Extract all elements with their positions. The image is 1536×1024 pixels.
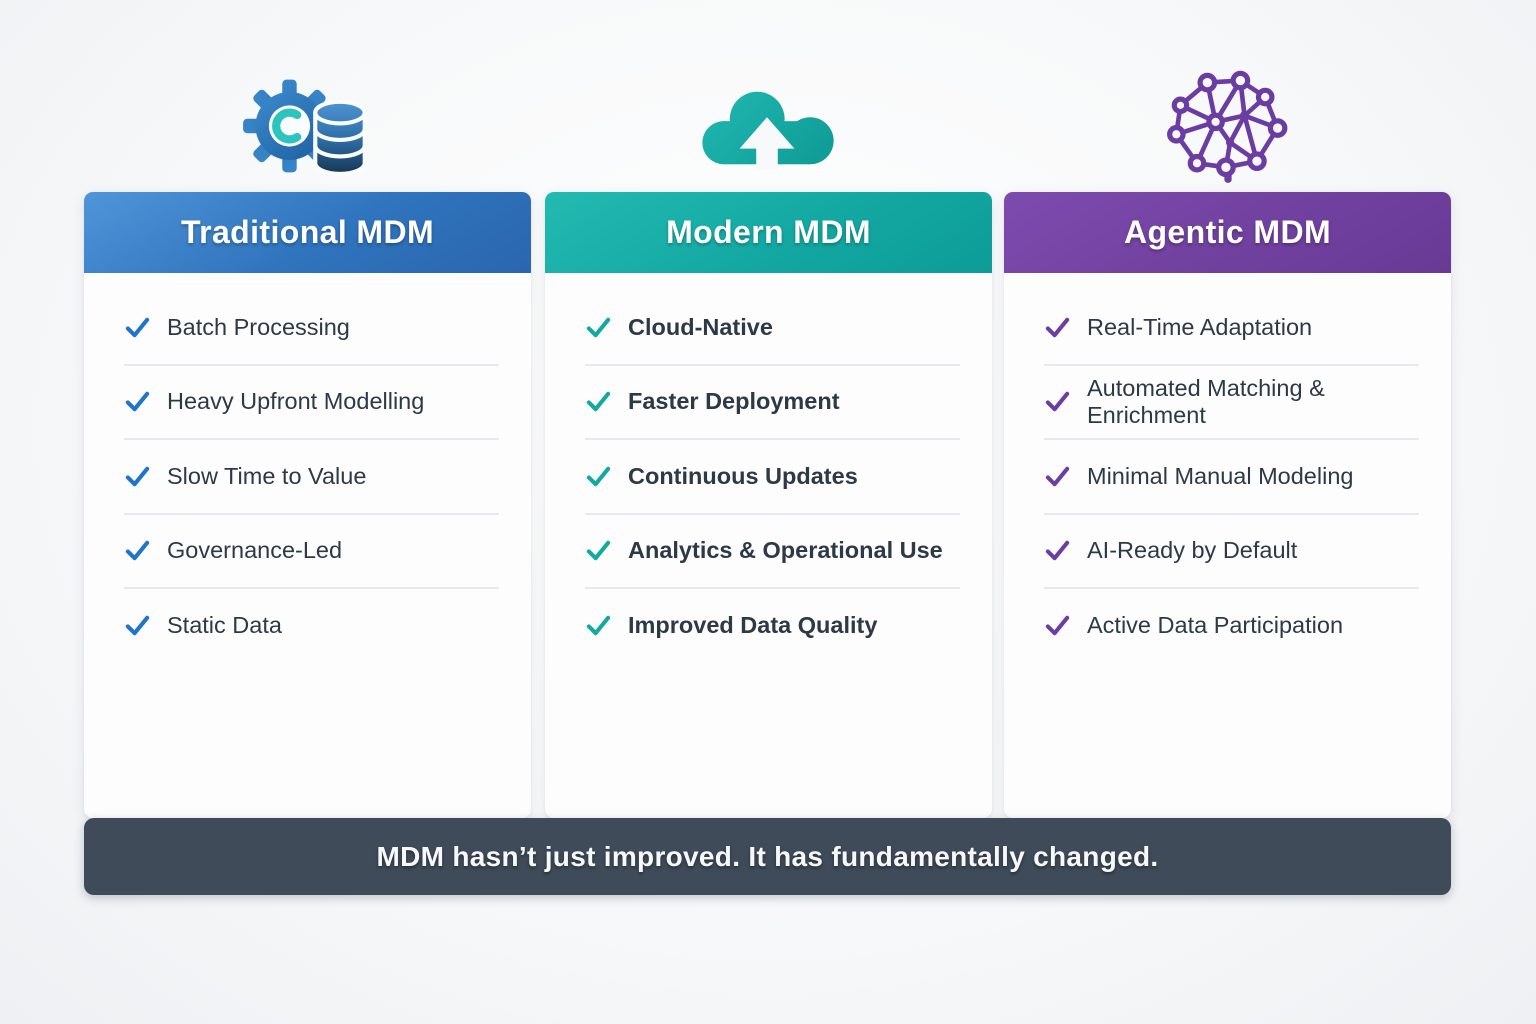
- feature-label: Heavy Upfront Modelling: [167, 388, 425, 415]
- feature-list-agentic: Real-Time Adaptation Automated Matching …: [1004, 273, 1451, 662]
- feature-item: Active Data Participation: [1044, 589, 1419, 662]
- check-icon: [585, 463, 612, 490]
- column-header-modern: Modern MDM: [545, 192, 992, 273]
- footer-text: MDM hasn’t just improved. It has fundame…: [376, 840, 1159, 872]
- check-icon: [124, 612, 151, 639]
- feature-item: Automated Matching & Enrichment: [1044, 366, 1419, 440]
- check-icon: [585, 388, 612, 415]
- feature-item: Cloud-Native: [585, 291, 960, 366]
- feature-label: Cloud-Native: [628, 313, 773, 340]
- feature-label: Governance-Led: [167, 537, 343, 564]
- check-icon: [1044, 537, 1071, 564]
- feature-item: Improved Data Quality: [585, 589, 960, 662]
- feature-label: Continuous Updates: [628, 462, 858, 489]
- feature-list-traditional: Batch Processing Heavy Upfront Modelling…: [84, 273, 531, 662]
- feature-label: Real-Time Adaptation: [1087, 313, 1313, 340]
- check-icon: [124, 314, 151, 341]
- feature-label: Faster Deployment: [628, 388, 840, 415]
- feature-item: Continuous Updates: [585, 440, 960, 515]
- feature-label: Active Data Participation: [1087, 611, 1344, 638]
- feature-label: Minimal Manual Modeling: [1087, 462, 1354, 489]
- check-icon: [124, 537, 151, 564]
- check-icon: [1044, 388, 1071, 415]
- feature-item: Faster Deployment: [585, 366, 960, 440]
- feature-item: Slow Time to Value: [124, 440, 499, 515]
- footer-banner: MDM hasn’t just improved. It has fundame…: [84, 818, 1451, 895]
- cloud-upload-icon: [688, 80, 846, 183]
- check-icon: [1044, 612, 1071, 639]
- card-modern-mdm: Modern MDM Cloud-Native Faster Deploymen…: [545, 192, 992, 818]
- feature-item: Real-Time Adaptation: [1044, 291, 1419, 366]
- column-header-traditional: Traditional MDM: [84, 192, 531, 273]
- feature-label: AI-Ready by Default: [1087, 537, 1298, 564]
- check-icon: [585, 537, 612, 564]
- check-icon: [124, 463, 151, 490]
- gear-database-icon: [240, 74, 374, 183]
- feature-item: Governance-Led: [124, 515, 499, 589]
- feature-item: Static Data: [124, 589, 499, 662]
- check-icon: [585, 314, 612, 341]
- feature-label: Slow Time to Value: [167, 462, 367, 489]
- column-header-agentic: Agentic MDM: [1004, 192, 1451, 273]
- feature-label: Analytics & Operational Use: [628, 537, 943, 564]
- feature-label: Improved Data Quality: [628, 611, 878, 638]
- feature-item: Minimal Manual Modeling: [1044, 440, 1419, 515]
- check-icon: [124, 388, 151, 415]
- feature-item: Heavy Upfront Modelling: [124, 366, 499, 440]
- check-icon: [1044, 314, 1071, 341]
- check-icon: [585, 612, 612, 639]
- card-agentic-mdm: Agentic MDM Real-Time Adaptation Automat…: [1004, 192, 1451, 818]
- feature-item: AI-Ready by Default: [1044, 515, 1419, 589]
- feature-item: Batch Processing: [124, 291, 499, 366]
- check-icon: [1044, 463, 1071, 490]
- feature-list-modern: Cloud-Native Faster Deployment Continuou…: [545, 273, 992, 662]
- neural-network-icon: [1166, 68, 1290, 189]
- feature-item: Analytics & Operational Use: [585, 515, 960, 589]
- feature-label: Batch Processing: [167, 313, 350, 340]
- feature-label: Static Data: [167, 611, 282, 638]
- card-traditional-mdm: Traditional MDM Batch Processing Heavy U…: [84, 192, 531, 818]
- feature-label: Automated Matching & Enrichment: [1087, 374, 1325, 428]
